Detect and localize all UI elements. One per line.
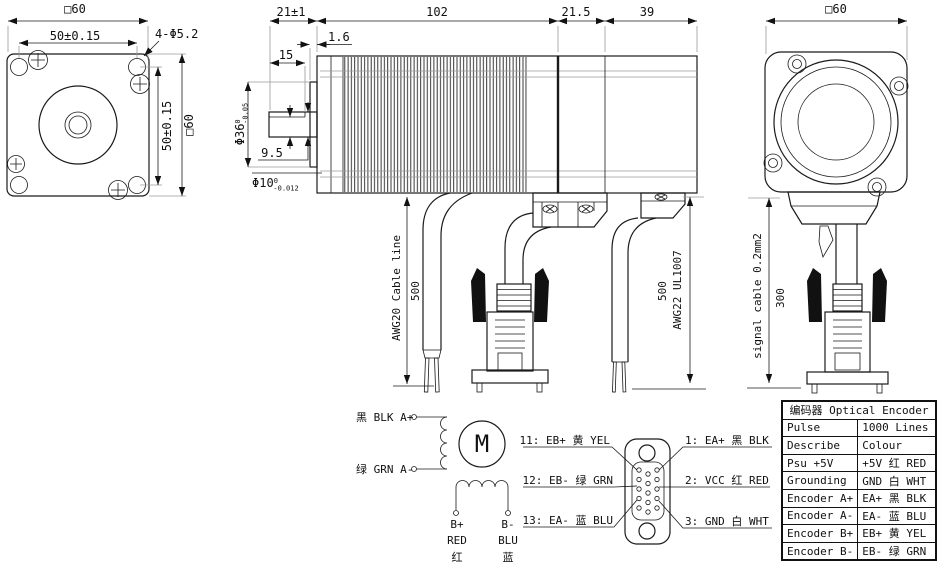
terminal — [411, 414, 417, 420]
dim-encoder-length: 39 — [640, 5, 654, 19]
table-row: Encoder B-EB- 绿 GRN — [781, 541, 937, 561]
dim-hole-callout: 4-Φ5.2 — [155, 27, 198, 41]
mounting-hole — [10, 176, 28, 194]
front-view: □60 50±0.15 4-Φ5.2 50±0.15 □60 — [6, 2, 198, 200]
motor-cable — [422, 192, 473, 393]
thumbscrew — [534, 268, 549, 322]
db15-insert — [631, 461, 665, 521]
phase-b-plus-label: B+ — [450, 518, 464, 531]
dim-hole-spacing-v: 50±0.15 — [160, 101, 174, 152]
thumbscrew — [807, 268, 822, 322]
dim-flat-length: 15 — [279, 48, 293, 62]
dim-shaft-ext: 21±1 — [277, 5, 306, 19]
screw-head-icon — [7, 50, 150, 200]
shaft-flat — [269, 112, 306, 118]
db-connector — [471, 268, 549, 393]
table-row: Encoder B+EB+ 黄 YEL — [781, 524, 937, 543]
rear-cable-label: signal cable 0.2mm2 — [751, 233, 764, 359]
phase-b-coil — [455, 480, 509, 488]
motor-body-outline — [316, 55, 698, 194]
svg-text:BLU: BLU — [498, 534, 518, 547]
db-connector — [806, 268, 889, 394]
table-row: Psu +5V+5V 红 RED — [781, 453, 937, 473]
encoder-table-title: 编码器 Optical Encoder — [781, 400, 937, 420]
dim-shaft-dia: Φ100-0.012 — [252, 176, 299, 193]
pin-label-1: 1: EA+ 黑 BLK — [685, 434, 769, 447]
pin-label-2: 2: VCC 红 RED — [685, 474, 769, 487]
pin-label-11: 11: EB+ 黄 YEL — [520, 433, 611, 447]
mounting-hole — [10, 58, 28, 76]
dim-rear-width: □60 — [825, 2, 847, 16]
table-row: Encoder A+EA+ 黑 BLK — [781, 488, 937, 508]
screw-hole — [638, 444, 656, 462]
thumbscrew — [872, 268, 887, 322]
wire-flap — [818, 225, 834, 259]
cable-gland — [532, 192, 608, 228]
pin-label-3: 3: GND 白 WHT — [685, 514, 769, 528]
db15-shell — [624, 438, 671, 545]
svg-text:红: 红 — [452, 551, 463, 564]
cable-gland — [640, 192, 686, 219]
housing-screw-icon — [763, 54, 909, 197]
rear-view: □60 sign — [747, 2, 909, 394]
terminal — [411, 466, 417, 472]
phase-b-minus-label: B- — [501, 518, 514, 531]
svg-text:RED: RED — [447, 534, 467, 547]
front-flange-outline — [6, 53, 150, 197]
pin-label-12: 12: EB- 绿 GRN — [523, 473, 613, 487]
motor-symbol — [458, 420, 506, 468]
dim-boss-width: 1.6 — [328, 30, 350, 44]
thumbscrew — [471, 268, 486, 322]
stator-fins — [343, 57, 526, 192]
dim-front-width: □60 — [64, 2, 86, 16]
screw-hole — [638, 522, 656, 540]
signal-cable — [835, 224, 858, 284]
signal-cable-spec: AWG22 UL1007 — [671, 250, 684, 329]
terminal — [453, 510, 459, 516]
dim-hole-spacing-h: 50±0.15 — [50, 29, 101, 43]
rear-housing-outline — [764, 51, 908, 193]
motor-cable-label: AWG20 Cable line — [390, 235, 403, 341]
pin-label-13: 13: EA- 蓝 BLU — [523, 514, 613, 527]
db15-pins — [636, 467, 660, 515]
motor-letter: M — [475, 430, 489, 458]
side-view: 21±1 102 21.5 39 1.6 15 Φ360-0.05 9.5 Φ1… — [233, 5, 706, 393]
encoder-cover-circle — [773, 59, 899, 185]
terminal — [505, 510, 511, 516]
signal-cable-length: 500 — [656, 281, 669, 301]
encoder-wire-cable — [611, 217, 657, 393]
motor-cable-length: 500 — [409, 281, 422, 301]
dim-flat-depth: 9.5 — [261, 146, 283, 160]
phase-a-coil — [440, 416, 448, 470]
cable-exit-neck — [787, 191, 881, 225]
dim-body-length: 102 — [426, 5, 448, 19]
shaft-bore-circle — [68, 115, 88, 135]
connector-pinout: 11: EB+ 黄 YEL 12: EB- 绿 GRN 13: EA- 蓝 BL… — [520, 433, 772, 545]
phase-a-minus-label: 绿 GRN A- — [356, 462, 413, 476]
wiring-diagram: 黑 BLK A+ 绿 GRN A- M B+ RED 红 B- BLU 蓝 — [356, 411, 518, 564]
dim-front-height: □60 — [182, 114, 196, 136]
table-row: Encoder A-EA- 蓝 BLU — [781, 506, 937, 526]
phase-a-plus-label: 黑 BLK A+ — [356, 411, 414, 424]
dim-pilot-dia: Φ360-0.05 — [233, 103, 250, 145]
pilot-boss — [309, 81, 318, 168]
shaft-circle — [64, 111, 92, 139]
svg-text:蓝: 蓝 — [503, 551, 514, 564]
encoder-connector-cable — [504, 212, 552, 284]
pilot-boss-circle — [38, 85, 118, 165]
dim-rear-length: 21.5 — [562, 5, 591, 19]
rear-cable-length: 300 — [774, 288, 787, 308]
